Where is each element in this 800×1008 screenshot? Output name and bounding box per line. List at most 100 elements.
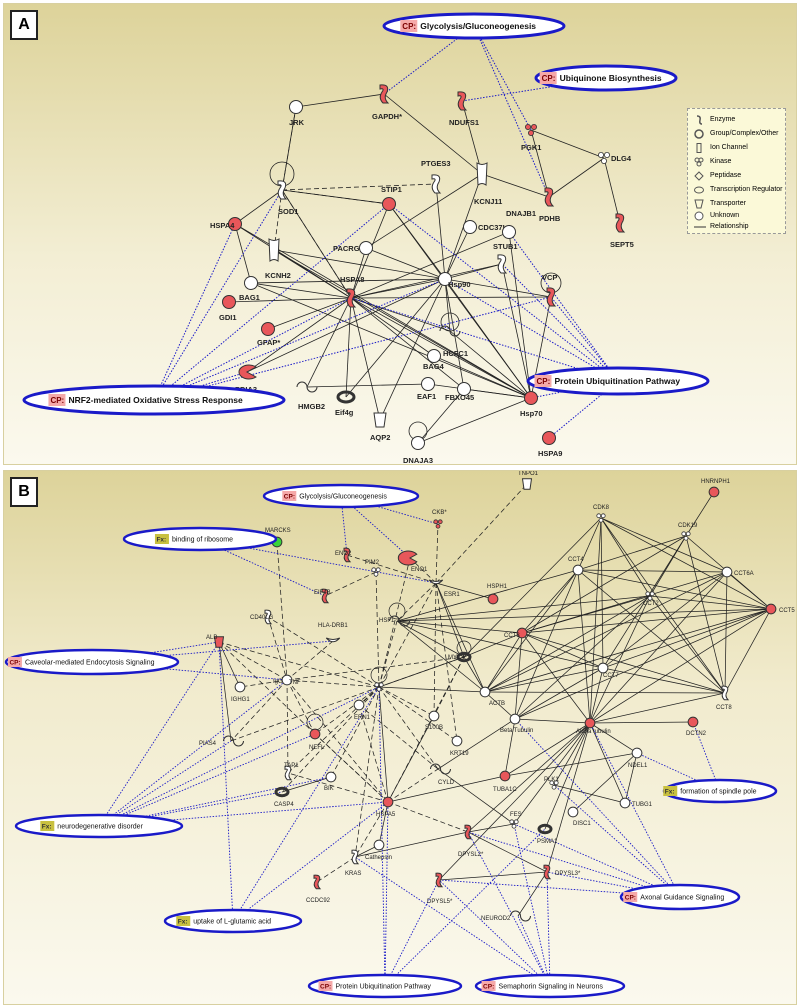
edge [228,297,352,303]
node-label: IGHG1 [231,697,250,703]
edge [521,595,651,634]
node-label: CCT5 [779,608,795,614]
node-label: TNF [289,680,301,686]
node-cct8: CCT8 [716,685,732,711]
edge [481,173,550,198]
node-myc: MYC [448,651,472,663]
edge [417,397,532,444]
edge [286,679,380,688]
node-label: HSPA9 [538,449,562,458]
enzyme-icon [694,115,704,125]
edge [287,772,389,803]
pathway-label: Glycolysis/Gluconeogenesis [420,21,536,31]
edge [501,263,532,399]
node-label: CDK8 [593,505,610,511]
pathway-label: Protein Ubiquitination Pathway [555,376,681,386]
edge [514,632,523,720]
edge [589,571,728,724]
edge [378,686,389,803]
edge [444,278,532,399]
node-cdk8: CDK8 [593,505,610,523]
node-tubg1: TUBG1 [619,797,653,809]
edge [324,571,377,597]
edge [345,278,446,398]
node-label: CCT4 [568,557,584,563]
pathway-link [514,718,681,898]
node-hsph1: HSPH1 [487,584,508,605]
edge [281,189,352,299]
self-loop [456,640,472,656]
edge [589,722,626,804]
cp-tag: CP: [284,494,295,501]
node-label: CCT6A [734,571,754,577]
node-label: HSPH1 [487,584,508,590]
edge [530,129,605,159]
edge [230,686,380,742]
edge [577,569,726,694]
edge [435,582,465,658]
node-label: PTGES3 [421,159,451,168]
node-pgk1: PGK1 [521,124,541,152]
panel-a-label: A [10,10,38,40]
node-label: CDK19 [678,523,698,529]
edge [273,249,352,299]
node-plk1: PLK1 [544,777,559,790]
pathway-link [153,223,236,401]
fx-tag: Fx: [665,789,675,796]
node-eno1: ENO1 [397,550,428,573]
node-label: DISC1 [573,821,591,827]
node-label: NDEL1 [628,763,648,769]
node-ndufs1: NDUFS1 [449,91,479,127]
pathway-b-6: Fx:uptake of L-glutamic acid [163,908,303,934]
edge [546,722,591,873]
edge [345,297,352,398]
edge [589,608,772,724]
pathway-b-8: CP:Semaphorin Signaling in Neurons [474,973,626,999]
node-label: DNAJA3 [403,456,433,465]
cp-tag: CP: [537,377,551,386]
node-label: CCT2 [643,601,659,607]
pathway-link [153,189,283,401]
pathway-link [384,828,546,987]
unknown-icon [694,211,704,221]
node-label: PGK1 [521,143,541,152]
node-hspa5: HSPA5 [376,796,396,818]
node-hsp90: Hsp90 [438,272,471,289]
relationship-line-icon [694,222,706,232]
edge [350,297,435,357]
pathway-link [98,679,288,827]
node-label: EIF4B [314,590,331,596]
edge [286,656,465,681]
pathway-b-0: CP: Glycolysis/Gluconeogenesis [262,483,420,509]
node-eno2: ENO2 [335,547,352,563]
pathway-link [91,661,288,681]
pathway-label: Ubiquinone Biosynthesis [560,73,662,83]
node-kras: KRAS [345,849,361,877]
edge [378,656,465,688]
node-dpysl3-: DPYSL3* [543,864,581,880]
pathway-label: uptake of L-glutamic acid [193,919,271,926]
pathway-link [153,203,390,401]
node-label: CD40LG [250,615,274,621]
node-label: DPYSL5* [427,899,453,905]
pathway-link [232,686,380,922]
node-hsf1: HSF1 [379,615,410,627]
node-label: NEFL [309,745,325,751]
node-pdhb: PDHB [539,187,561,223]
edge [375,571,380,688]
node-label: CCT3 [504,633,520,639]
pathway-link [98,686,380,827]
edge [444,278,465,390]
pathway-label: Glycolysis/Gluconeogenesis [299,494,387,501]
node-label: ENO2 [335,551,352,557]
edge [281,106,297,191]
node-label: KCNJ11 [474,197,502,206]
edge [600,517,772,610]
edge [358,704,439,770]
node-s100b: S100B [425,710,443,731]
edge [589,517,602,724]
edge [396,620,523,634]
edge [513,722,591,825]
edge [521,535,687,634]
edge [602,535,687,669]
